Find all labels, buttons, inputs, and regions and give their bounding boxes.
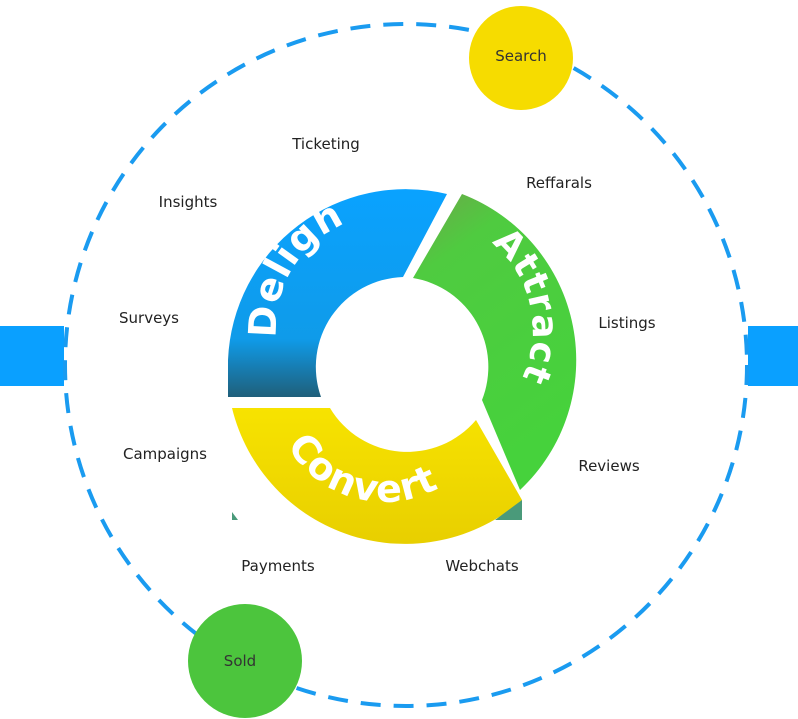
label-webchats: Webchats — [445, 557, 519, 575]
delight-segment — [228, 189, 447, 397]
label-campaigns: Campaigns — [123, 445, 207, 463]
search-bubble: Search — [469, 6, 573, 110]
convert-segment — [232, 408, 522, 544]
label-reffarals: Reffarals — [526, 174, 592, 192]
label-payments: Payments — [241, 557, 315, 575]
label-reviews: Reviews — [578, 457, 640, 475]
left-side-bar — [0, 326, 64, 386]
attract-segment — [413, 194, 577, 490]
dashed-orbit-circle — [63, 22, 749, 708]
sold-bubble: Sold — [188, 604, 302, 718]
convert-arrow-tip — [495, 500, 522, 520]
search-bubble-label: Search — [495, 47, 547, 65]
right-side-bar — [748, 326, 798, 386]
label-listings: Listings — [598, 314, 655, 332]
label-surveys: Surveys — [119, 309, 179, 327]
delight-arrow-tip — [232, 512, 238, 520]
label-insights: Insights — [159, 193, 218, 211]
sold-bubble-label: Sold — [224, 652, 256, 670]
label-ticketing: Ticketing — [291, 135, 360, 153]
